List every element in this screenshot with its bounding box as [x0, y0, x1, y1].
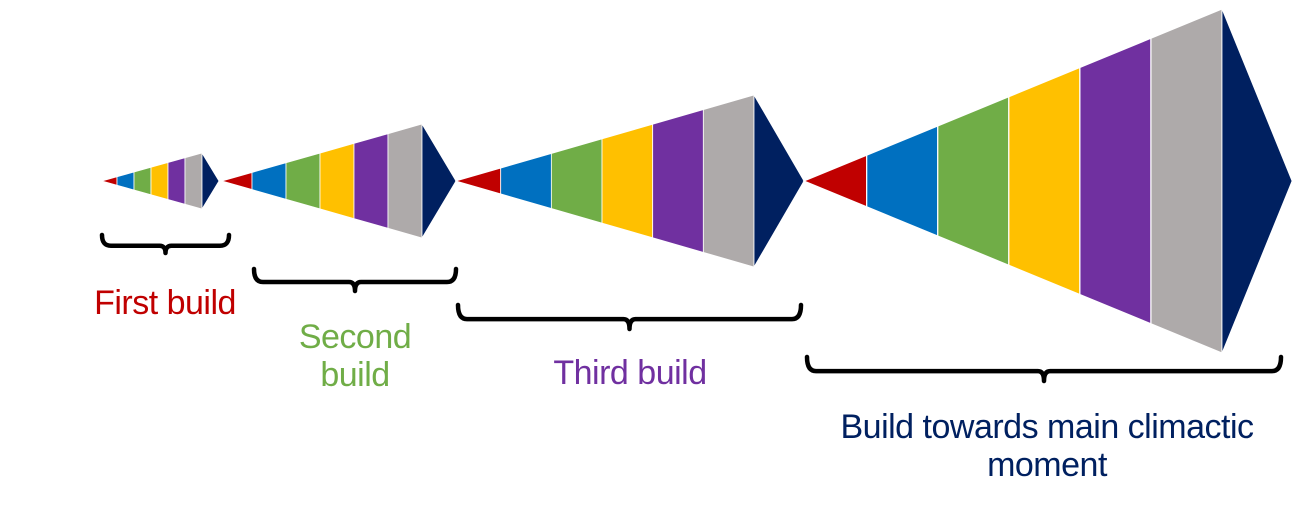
stripe-red [220, 171, 253, 191]
build-shape-first [100, 151, 220, 211]
label-third-build: Third build [500, 354, 760, 392]
stripe-blue [116, 171, 135, 191]
stripe-green [550, 138, 603, 224]
stripe-yellow [319, 142, 355, 220]
stripe-gray [1150, 8, 1223, 354]
stripe-purple [167, 157, 186, 205]
stripe-yellow [150, 161, 169, 201]
stripe-green [133, 166, 152, 196]
label-second-build-line-2: build [320, 356, 390, 394]
label-second-build: Second build [255, 318, 455, 394]
stripe-green [937, 95, 1010, 267]
arrow-tip [201, 151, 220, 211]
arrow-tip [421, 122, 457, 240]
label-first-build: First build [60, 284, 270, 322]
brace-third [455, 302, 804, 332]
arrow-tip [1221, 8, 1293, 354]
stripe-purple [353, 133, 389, 229]
build-shape-second [220, 122, 457, 240]
stripe-red [100, 176, 118, 186]
stripe-yellow [601, 123, 654, 239]
arrow-tip [753, 93, 805, 269]
stripe-purple [652, 109, 704, 253]
label-climactic-build-line-2: moment [987, 446, 1107, 484]
build-shapes-group [100, 8, 1293, 354]
stripe-gray [184, 152, 203, 210]
stripe-red [802, 154, 868, 208]
stripe-green [285, 152, 321, 210]
stripe-gray [387, 123, 423, 239]
stripe-yellow [1008, 66, 1081, 296]
brace-first [99, 232, 232, 256]
brace-climactic [804, 354, 1284, 384]
stripe-purple [1079, 37, 1152, 325]
stripe-blue [500, 152, 552, 210]
brace-second [251, 266, 459, 294]
stripe-gray [702, 94, 755, 268]
braces-group [99, 232, 1284, 384]
label-climactic-build: Build towards main climactic moment [800, 408, 1294, 484]
label-climactic-build-line-1: Build towards main climactic [840, 408, 1254, 446]
stripe-blue [251, 162, 287, 200]
label-second-build-line-1: Second [298, 318, 412, 356]
build-shape-third [454, 93, 805, 269]
label-third-build-line-1: Third build [553, 354, 707, 392]
stripe-blue [866, 125, 939, 237]
build-shape-climactic [802, 8, 1293, 354]
stripe-red [454, 167, 502, 195]
label-first-build-line-1: First build [94, 284, 236, 322]
